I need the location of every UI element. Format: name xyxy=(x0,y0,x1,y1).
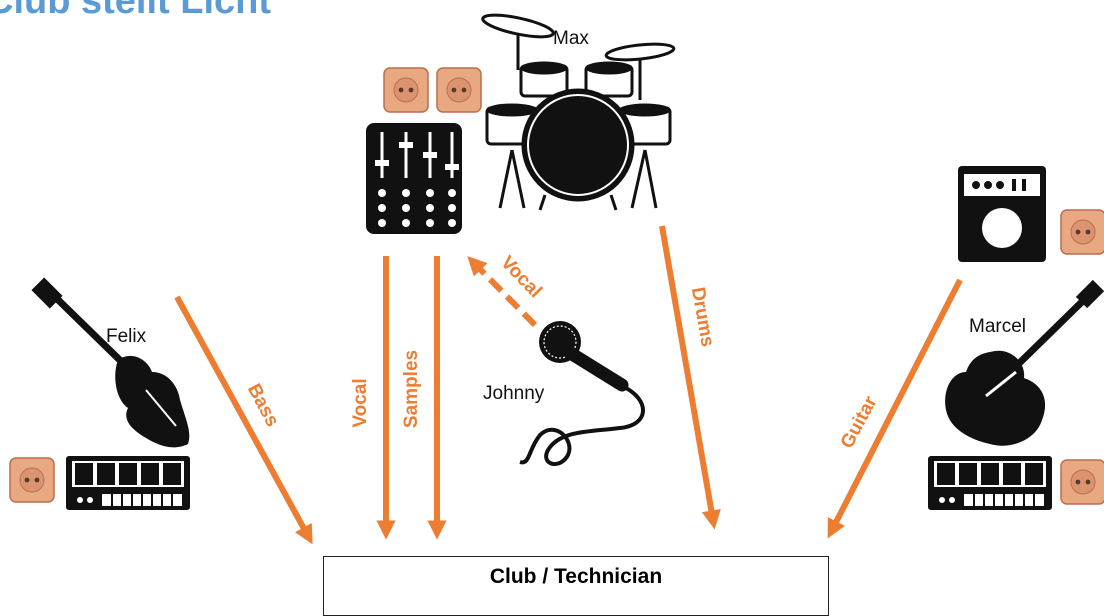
page-title: Club stellt Licht xyxy=(0,0,271,22)
drum-kit-icon xyxy=(481,13,676,211)
mixer-icon xyxy=(366,123,462,234)
samples-label: Samples xyxy=(401,350,422,428)
vocal-out-label: Vocal xyxy=(350,378,371,427)
drums-label: Drums xyxy=(687,286,718,349)
outlet-icon xyxy=(436,67,482,113)
bass-arrow xyxy=(174,295,313,545)
outlet-icon xyxy=(1060,459,1104,505)
bass-guitar-icon xyxy=(31,277,190,448)
technician-label: Club / Technician xyxy=(489,565,663,588)
technician-box: Club / Technician xyxy=(323,556,829,616)
vocal-in-arrow xyxy=(467,256,538,328)
microphone-icon xyxy=(519,321,645,466)
drums-arrow xyxy=(659,225,721,530)
outlet-icon xyxy=(1060,209,1104,255)
drummer-name: Max xyxy=(553,28,589,49)
stage-diagram: Bass Vocal Samples Vocal Drums Guitar xyxy=(9,13,1104,545)
guitarist-name: Marcel xyxy=(969,316,1027,337)
vocal-in-label: Vocal xyxy=(496,252,545,302)
amplifier-icon xyxy=(958,166,1046,262)
singer-name: Johnny xyxy=(483,383,545,404)
keyboard-icon xyxy=(65,455,191,511)
guitar-arrow xyxy=(827,278,963,539)
electric-guitar-icon xyxy=(945,279,1104,446)
outlet-icon xyxy=(9,457,55,503)
outlet-icon xyxy=(383,67,429,113)
bassist-name: Felix xyxy=(106,326,147,347)
keyboard-icon xyxy=(927,455,1053,511)
